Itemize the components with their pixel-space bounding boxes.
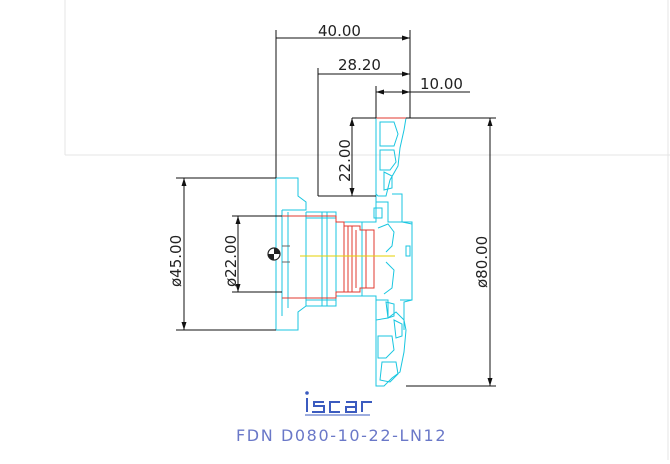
dim-step-height-label: 22.00 (336, 139, 354, 182)
dim-cutting-width: 10.00 (375, 75, 470, 118)
tool-designation: FDN D080-10-22-LN12 (236, 426, 447, 445)
dim-bore-diameter-label: ø22.00 (222, 235, 240, 287)
dim-bore-diameter: ø22.00 (222, 215, 282, 293)
iscar-logo (305, 391, 372, 416)
dim-shank-diameter: ø45.00 (167, 177, 276, 331)
cutter-outline (275, 117, 413, 387)
dim-overall-length-label: 40.00 (318, 22, 361, 40)
dim-cutting-width-label: 10.00 (420, 75, 463, 93)
dim-cutter-diameter: ø80.00 (406, 117, 496, 387)
drive-slot-marker (267, 245, 290, 263)
bore-section (282, 117, 406, 299)
dim-step-height: 22.00 (318, 117, 376, 197)
dim-length-to-flange: 28.20 (317, 56, 410, 196)
dim-overall-length: 40.00 (275, 22, 411, 178)
dim-cutter-diameter-label: ø80.00 (473, 236, 491, 288)
dim-shank-diameter-label: ø45.00 (167, 235, 185, 287)
sheet-border (64, 0, 670, 460)
dim-length-to-flange-label: 28.20 (338, 56, 381, 74)
